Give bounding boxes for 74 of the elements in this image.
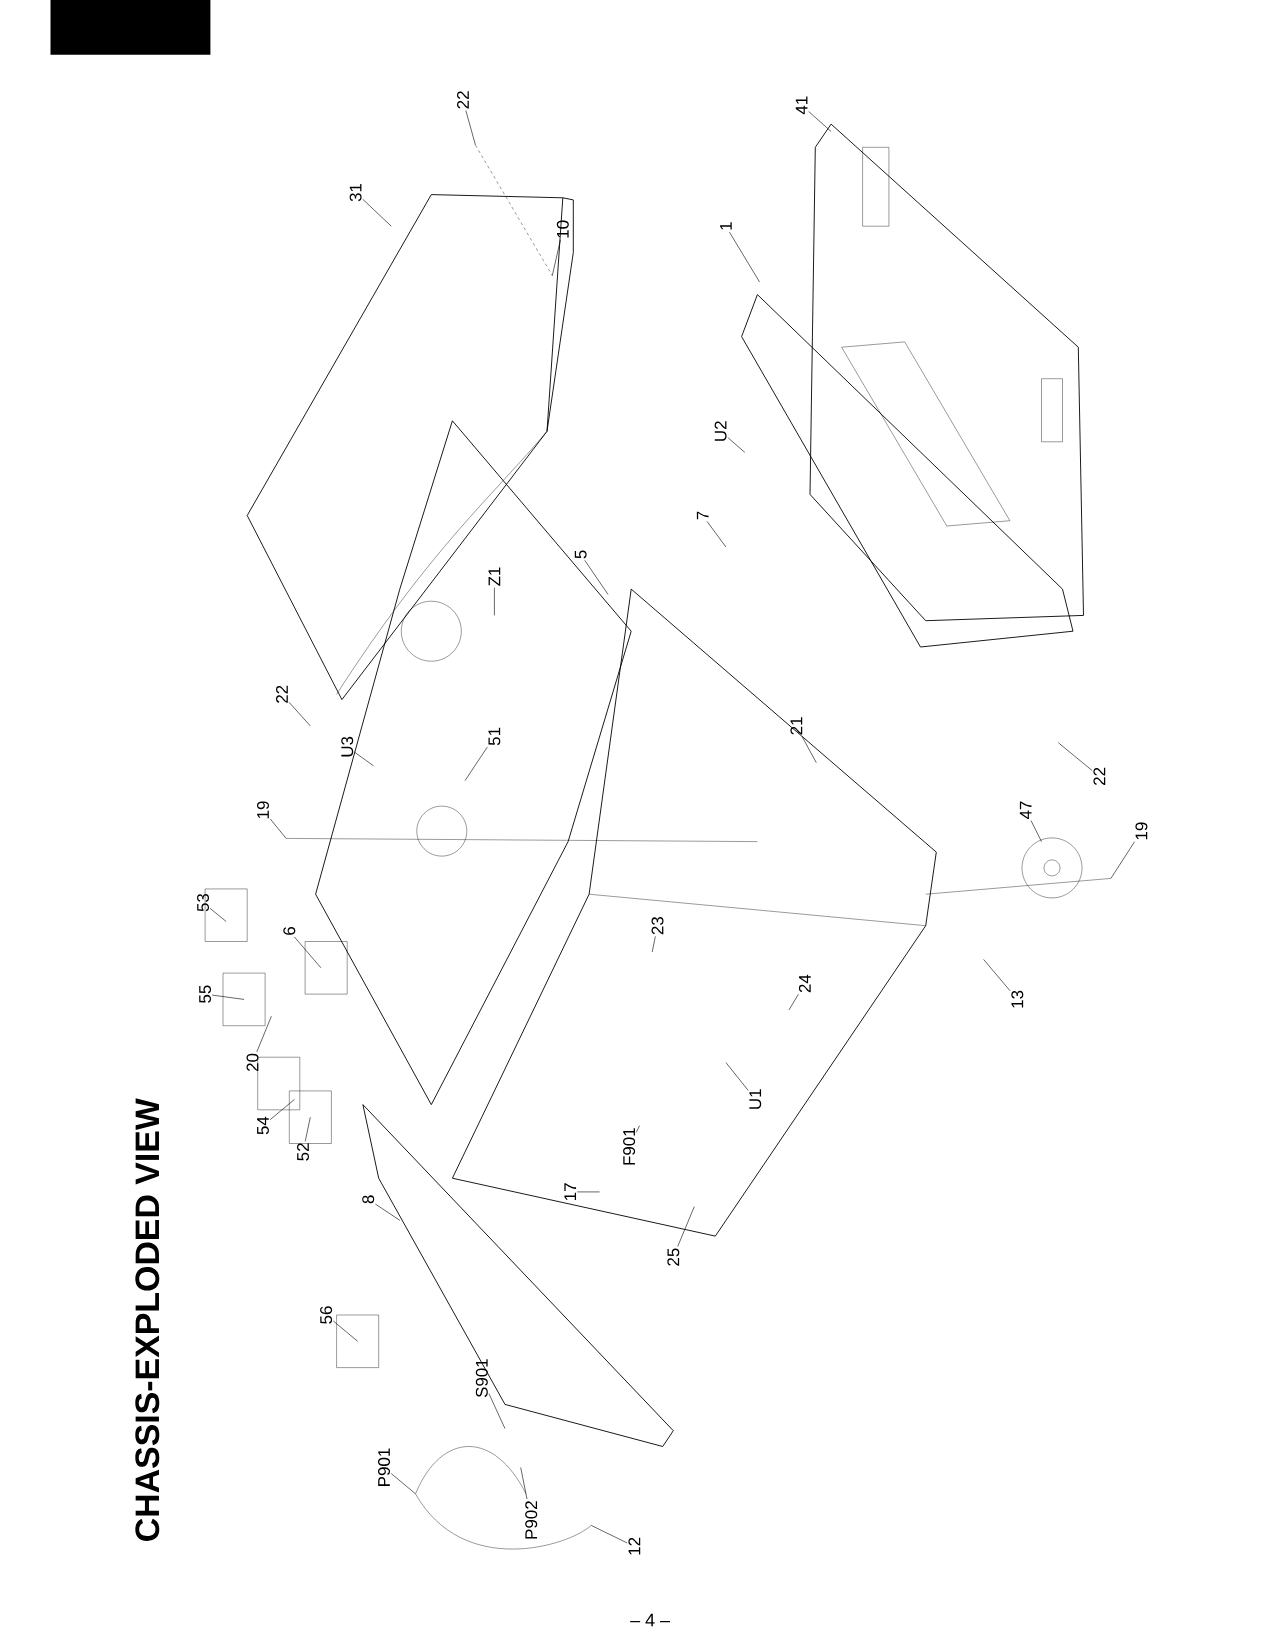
callout-number: 21 bbox=[790, 717, 803, 735]
leader-line bbox=[209, 908, 227, 922]
leader-line bbox=[651, 936, 656, 953]
leader-line bbox=[801, 736, 817, 763]
leader-line bbox=[727, 437, 746, 453]
callout-number: F901 bbox=[623, 1128, 636, 1165]
callout-number: 51 bbox=[488, 727, 501, 746]
leader-line bbox=[288, 701, 311, 727]
leader-line bbox=[256, 1015, 272, 1053]
callout-number: 13 bbox=[1011, 990, 1024, 1008]
leader-line bbox=[464, 746, 488, 781]
callout-number: 7 bbox=[696, 511, 709, 520]
callout-number: 23 bbox=[651, 917, 664, 935]
callout-number: 56 bbox=[320, 1306, 333, 1324]
leader-line bbox=[788, 993, 799, 1011]
callout-number: Z1 bbox=[488, 567, 501, 586]
callout-number: S901 bbox=[475, 1359, 488, 1398]
leader-line bbox=[677, 1206, 695, 1247]
leader-line bbox=[354, 751, 374, 767]
leader-line bbox=[333, 1320, 358, 1342]
callout-number: U1 bbox=[749, 1089, 762, 1109]
callout-number: 52 bbox=[297, 1143, 309, 1161]
leader-line bbox=[584, 560, 609, 595]
callout-number: 10 bbox=[556, 220, 569, 238]
callout-number: P901 bbox=[378, 1448, 390, 1486]
callout-number: 54 bbox=[257, 1116, 269, 1135]
leader-line bbox=[494, 587, 495, 616]
callout-number: U3 bbox=[341, 736, 354, 757]
callout-number: 41 bbox=[795, 96, 808, 115]
leader-line bbox=[706, 521, 727, 548]
callout-number: 12 bbox=[628, 1537, 641, 1555]
callout-number: 25 bbox=[667, 1248, 680, 1266]
callout-number: 1 bbox=[720, 222, 732, 230]
leader-line bbox=[390, 1473, 416, 1495]
callout-number: 31 bbox=[349, 183, 362, 202]
leader-line bbox=[1110, 841, 1135, 879]
leader-line bbox=[725, 1062, 749, 1091]
callout-number: 17 bbox=[564, 1183, 577, 1201]
leader-line bbox=[294, 936, 322, 969]
leader-line bbox=[269, 1099, 295, 1120]
leader-line bbox=[488, 1393, 506, 1429]
callout-number: 19 bbox=[1135, 822, 1148, 840]
callout-number: 19 bbox=[257, 801, 269, 819]
title: CHASSIS-EXPLODED VIEW bbox=[135, 1098, 160, 1541]
callout-number: 22 bbox=[1093, 767, 1106, 785]
callout-number: 5 bbox=[574, 550, 587, 559]
leader-line bbox=[1030, 820, 1042, 842]
leader-line bbox=[304, 1116, 311, 1142]
callout-number: 24 bbox=[798, 974, 811, 993]
callout-number: U2 bbox=[714, 421, 727, 441]
callout-number: 22 bbox=[457, 91, 469, 109]
callout-number: 47 bbox=[1019, 801, 1032, 820]
callout-number: 55 bbox=[199, 985, 211, 1003]
leader-line bbox=[211, 994, 245, 1000]
leader-line bbox=[983, 959, 1011, 992]
callout-number: 8 bbox=[362, 1195, 375, 1204]
callout-number: 20 bbox=[246, 1053, 259, 1072]
leader-line bbox=[729, 231, 760, 283]
callout-number: 53 bbox=[197, 893, 209, 912]
leader-line bbox=[375, 1203, 401, 1221]
leader-line bbox=[636, 1125, 640, 1133]
leader-line bbox=[1058, 742, 1093, 771]
leader-line bbox=[520, 1467, 528, 1500]
callout-number: P902 bbox=[525, 1501, 538, 1539]
leader-line bbox=[269, 818, 287, 839]
leader-line bbox=[465, 110, 476, 146]
page-number: – 4 – bbox=[630, 1613, 671, 1627]
callout-number: 22 bbox=[276, 685, 288, 703]
leader-line bbox=[552, 239, 561, 276]
leader-line bbox=[590, 1525, 628, 1544]
leader-line bbox=[576, 1191, 600, 1193]
callout-number: 6 bbox=[283, 927, 296, 935]
leader-line bbox=[808, 111, 832, 132]
leader-line bbox=[362, 199, 392, 227]
